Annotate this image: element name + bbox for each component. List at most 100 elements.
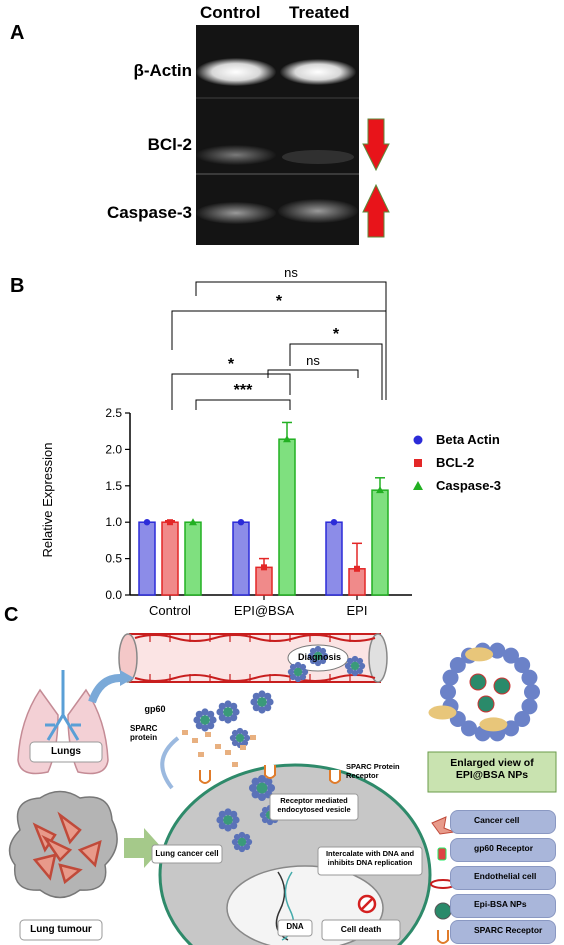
significance-bracket [171,373,291,410]
legend-endothelial-cell: Endothelial cell [474,871,537,881]
nanoparticle [307,645,329,667]
receptor-vesicle-box [269,793,359,821]
legend-marker-bcl2 [414,459,422,467]
y-tick-label: 2.5 [105,406,122,420]
significance-bracket [289,343,383,400]
band-bcl2-control [196,145,276,165]
bsa-subunit [461,720,477,737]
enlarged-view-box [427,751,557,793]
y-axis-label-wrapper: Relative Expression [40,443,60,558]
sparc-protein-particles [182,730,256,767]
bar [232,521,250,596]
nanoparticle [344,655,366,677]
label-intercalate: Intercalate with DNA and inhibits DNA re… [325,849,415,867]
significance-label: * [276,293,283,310]
nanoparticle [193,708,217,732]
y-tick-label: 1.5 [105,479,122,493]
bar [255,566,273,596]
significance-label: *** [234,382,253,399]
panel-b-letter: B [10,275,25,297]
schematic-illustration [8,633,557,945]
x-tick-label: EPI [347,603,368,618]
gel-bands [196,58,359,224]
sparc-receptors [199,765,341,784]
gel-column-control: Control [200,3,261,22]
data-point [189,518,197,526]
data-point [167,519,173,526]
band-actin-control [196,58,276,86]
nanoparticle [216,700,240,724]
significance-label: * [333,326,340,343]
legend-pill-gp60 [450,838,556,862]
bsa-subunit [503,647,519,664]
legend-cancer-cell: Cancer cell [474,815,520,825]
sparc-receptor-shape [428,705,457,720]
cell-death-icon [357,894,377,914]
gel-column-treated: Treated [289,3,350,22]
bsa-subunit [514,657,531,674]
legend-pill-endothelial [450,866,556,890]
cell-death-box [321,919,401,941]
lungs-to-vessel-arrow-icon [88,674,121,704]
band-caspase-control [196,202,276,224]
band-bcl2-treated [282,150,354,164]
panel-a-letter: A [10,22,25,44]
bar [371,489,389,596]
label-lung-tumour: Lung tumour [30,924,92,935]
schematic-legend-icons [430,816,456,944]
sparc-receptor-icon [437,930,449,944]
bsa-subunit [521,669,538,686]
label-receptor-vesicle: Receptor mediated endocytosed vesicle [277,796,351,814]
label-lungs: Lungs [51,746,81,757]
label-dna: DNA [286,922,304,931]
legend-sparc-receptor: SPARC Receptor [474,925,543,935]
label-enlarged-view: Enlarged view of EPI@BSA NPs [450,757,534,781]
label-sparc-receptor: SPARC Protein Receptor [346,762,400,780]
data-point [237,519,245,526]
significance-bracket [195,399,291,410]
band-caspase-treated [278,199,358,223]
legend-marker-caspase3 [413,481,423,490]
gel-row-caspase: Caspase-3 [106,203,192,222]
gel-row-actin: β-Actin [133,61,192,80]
bsa-subunit [489,642,506,659]
significance-bracket [195,281,387,400]
y-tick-label: 2.0 [105,442,122,456]
lungs-label-box [29,741,103,763]
legend-pill-sparc [450,920,556,944]
epi-drug-core [493,677,511,695]
legend-pill-epi-bsa [450,894,556,918]
bsa-subunit [521,698,538,715]
legend-label-caspase3: Caspase-3 [436,478,502,493]
legend-marker-beta-actin [413,435,423,445]
legend-label-bcl2: BCL-2 [436,455,475,470]
data-point [376,486,384,494]
significance-label: * [228,356,235,373]
bar [138,521,156,596]
arrow-down-icon [362,118,390,172]
significance-label: ns [284,265,298,280]
bar [348,568,366,596]
lung-cancer-cell-box [151,844,223,864]
data-point [330,519,338,526]
label-lung-cancer-cell: Lung cancer cell [155,849,219,858]
gel-row-bcl2: BCl-2 [147,135,192,154]
y-tick-label: 0.0 [105,588,122,602]
epi-drug-core [477,695,495,713]
data-point [143,519,151,526]
significance-brackets: ns***ns*** [171,265,387,410]
x-tick-label: Control [149,603,191,618]
legend-epi-bsa-nps: Epi-BSA NPs [474,899,527,909]
y-tick-label: 1.0 [105,515,122,529]
nanoparticles [193,645,366,853]
arrowhead-icon [120,670,134,686]
enlarged-nanoparticle [428,642,540,742]
cancer-cell-icon [431,816,456,835]
bsa-subunit [440,684,456,700]
bsa-subunit [524,684,540,700]
y-tick-label: 0.5 [105,552,122,566]
arrow-up-icon [362,184,390,238]
legend-gp60-receptor: gp60 Receptor [474,843,534,853]
label-cell-death: Cell death [340,924,382,934]
